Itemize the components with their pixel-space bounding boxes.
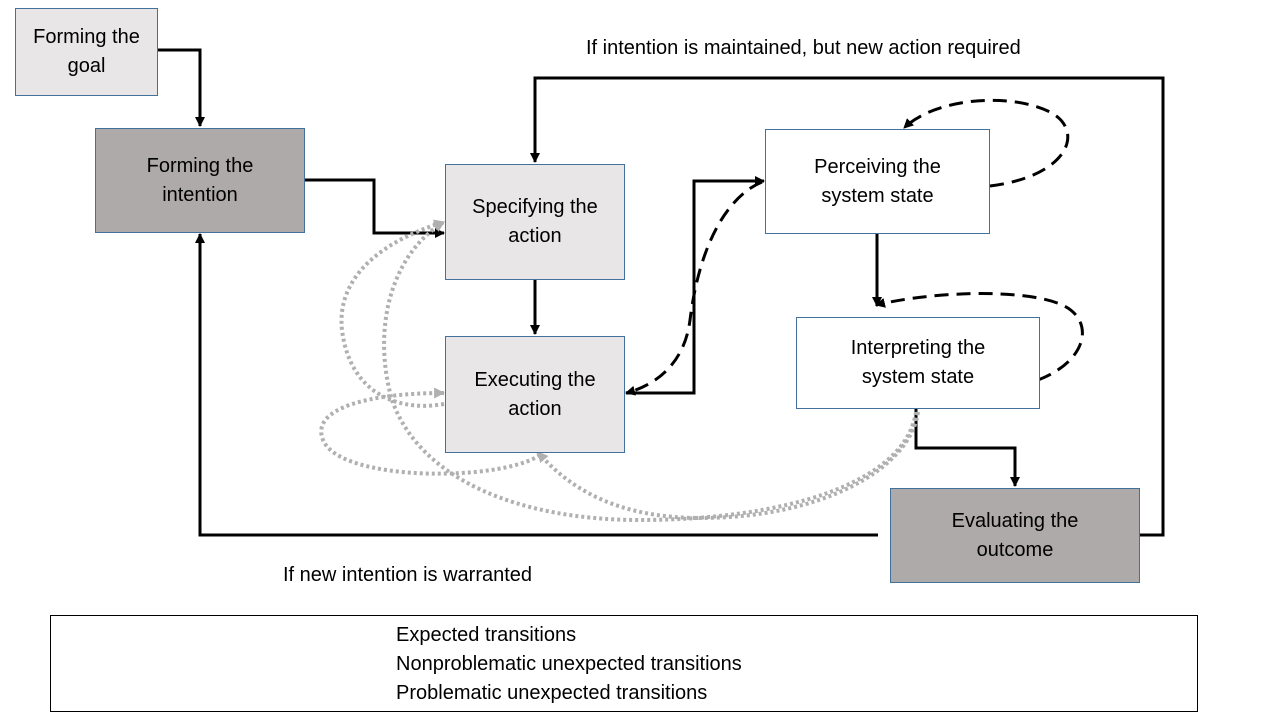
- edge-interpreting-to-evaluating: [914, 409, 1020, 487]
- edge-interpreting-self-loop: [875, 292, 1084, 382]
- legend-label-problematic: Problematic unexpected transitions: [396, 682, 708, 704]
- legend-label-expected: Expected transitions: [396, 624, 577, 646]
- edge-perceiving-to-executing: [625, 180, 763, 396]
- node-forming-intention: Forming the intention: [95, 128, 305, 233]
- node-evaluating-outcome-label: Evaluating the outcome: [951, 509, 1079, 561]
- annotation-top: If intention is maintained, but new acti…: [586, 37, 1021, 59]
- node-specifying-action: Specifying the action: [445, 164, 625, 280]
- legend-label-nonproblematic: Nonproblematic unexpected transitions: [396, 653, 742, 675]
- expected-edges: [158, 48, 1165, 537]
- legend: Expected transitions Nonproblematic unex…: [50, 615, 1198, 712]
- problematic-edges: [625, 98, 1084, 396]
- node-evaluating-outcome: Evaluating the outcome: [890, 488, 1140, 583]
- edge-specifying-to-executing-loop: [319, 387, 542, 476]
- annotation-bottom: If new intention is warranted: [283, 564, 533, 586]
- node-executing-action-label: Executing the action: [474, 368, 596, 420]
- edge-goal-to-intention: [158, 48, 205, 127]
- node-interpreting-state: Interpreting the system state: [796, 317, 1040, 409]
- edge-evaluating-to-intention: [195, 233, 878, 537]
- edge-intention-to-specifying: [304, 178, 445, 238]
- node-interpreting-state-label: Interpreting the system state: [850, 337, 986, 388]
- node-forming-goal-label: Forming the goal: [33, 26, 140, 77]
- nonproblematic-edges: [319, 219, 920, 523]
- edge-executing-to-perceiving: [626, 176, 765, 395]
- node-forming-intention-label: Forming the intention: [146, 154, 254, 206]
- node-specifying-action-label: Specifying the action: [472, 196, 598, 247]
- node-perceiving-state: Perceiving the system state: [765, 129, 990, 234]
- node-executing-action: Executing the action: [445, 336, 625, 453]
- edge-executing-to-specifying: [339, 219, 446, 408]
- node-perceiving-state-label: Perceiving the system state: [814, 155, 941, 207]
- node-forming-goal: Forming the goal: [15, 8, 158, 96]
- edge-interpreting-to-specifying: [382, 220, 918, 523]
- edge-evaluating-to-specifying: [530, 76, 1165, 537]
